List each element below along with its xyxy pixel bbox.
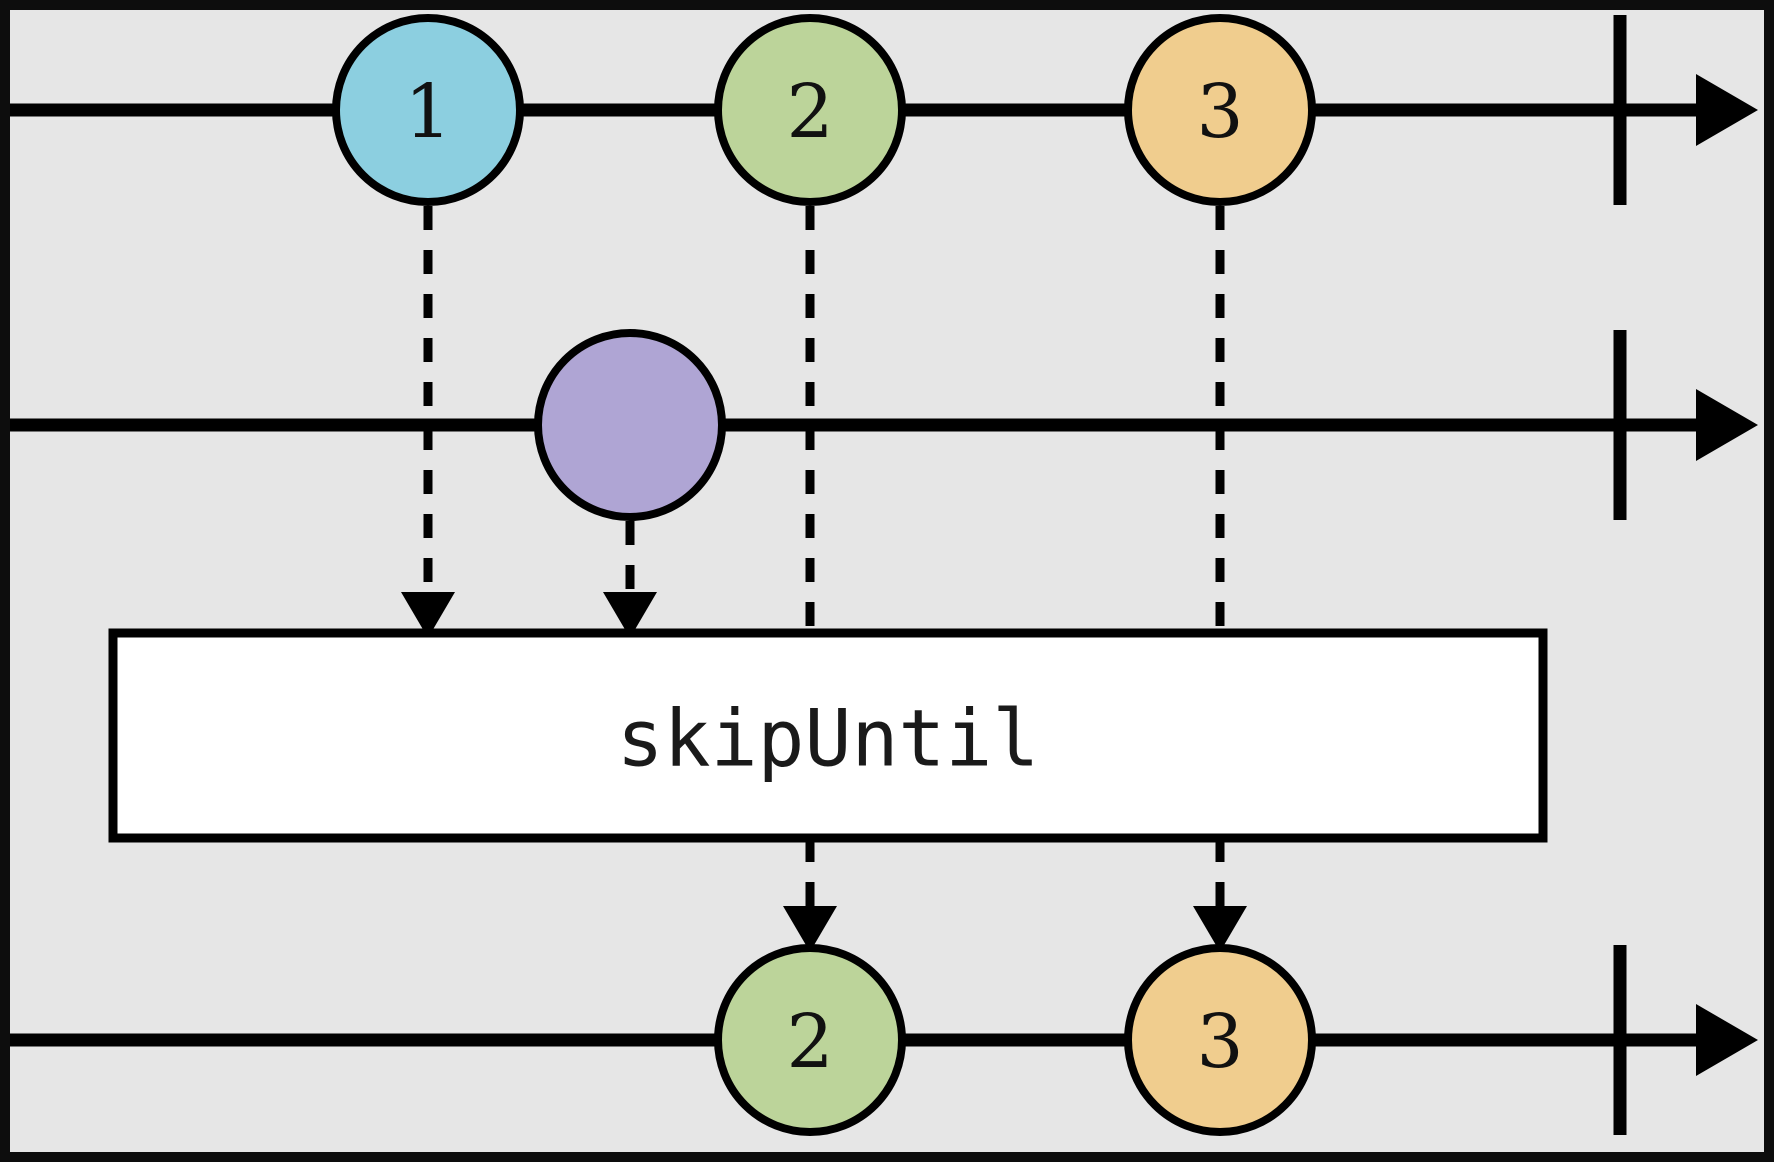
marble-2-shape[interactable] — [714, 14, 906, 206]
marble-1-shape[interactable] — [332, 14, 524, 206]
marble-out-2[interactable]: 2 — [714, 944, 906, 1136]
operator-box-label: skipUntil — [617, 695, 1040, 785]
marble-out-2-shape[interactable] — [714, 944, 906, 1136]
connector-box-to-out-2-arrow-icon — [783, 906, 837, 952]
notifier-timeline-arrow-icon — [1696, 389, 1758, 461]
connector-box-to-out-3-arrow-icon — [1193, 906, 1247, 952]
operator-box-rect — [108, 628, 1548, 843]
connector-source-1-to-box — [401, 206, 455, 638]
marble-2[interactable]: 2 — [714, 14, 906, 206]
connector-notifier-to-box-arrow-icon — [603, 592, 657, 638]
connector-box-to-out-2 — [783, 838, 837, 952]
connector-source-1-to-box-arrow-icon — [401, 592, 455, 638]
marble-1[interactable]: 1 — [332, 14, 524, 206]
marble-notifier[interactable] — [534, 329, 726, 521]
notifier-timeline — [10, 330, 1758, 520]
operator-box: skipUntil — [108, 628, 1548, 843]
connector-notifier-to-box — [603, 521, 657, 638]
marble-out-3[interactable]: 3 — [1124, 944, 1316, 1136]
marble-3-shape[interactable] — [1124, 14, 1316, 206]
connector-box-to-out-3 — [1193, 838, 1247, 952]
source-timeline-arrow-icon — [1696, 74, 1758, 146]
result-timeline-arrow-icon — [1696, 1004, 1758, 1076]
marble-notifier-shape[interactable] — [534, 329, 726, 521]
marble-out-3-shape[interactable] — [1124, 944, 1316, 1136]
marble-3[interactable]: 3 — [1124, 14, 1316, 206]
